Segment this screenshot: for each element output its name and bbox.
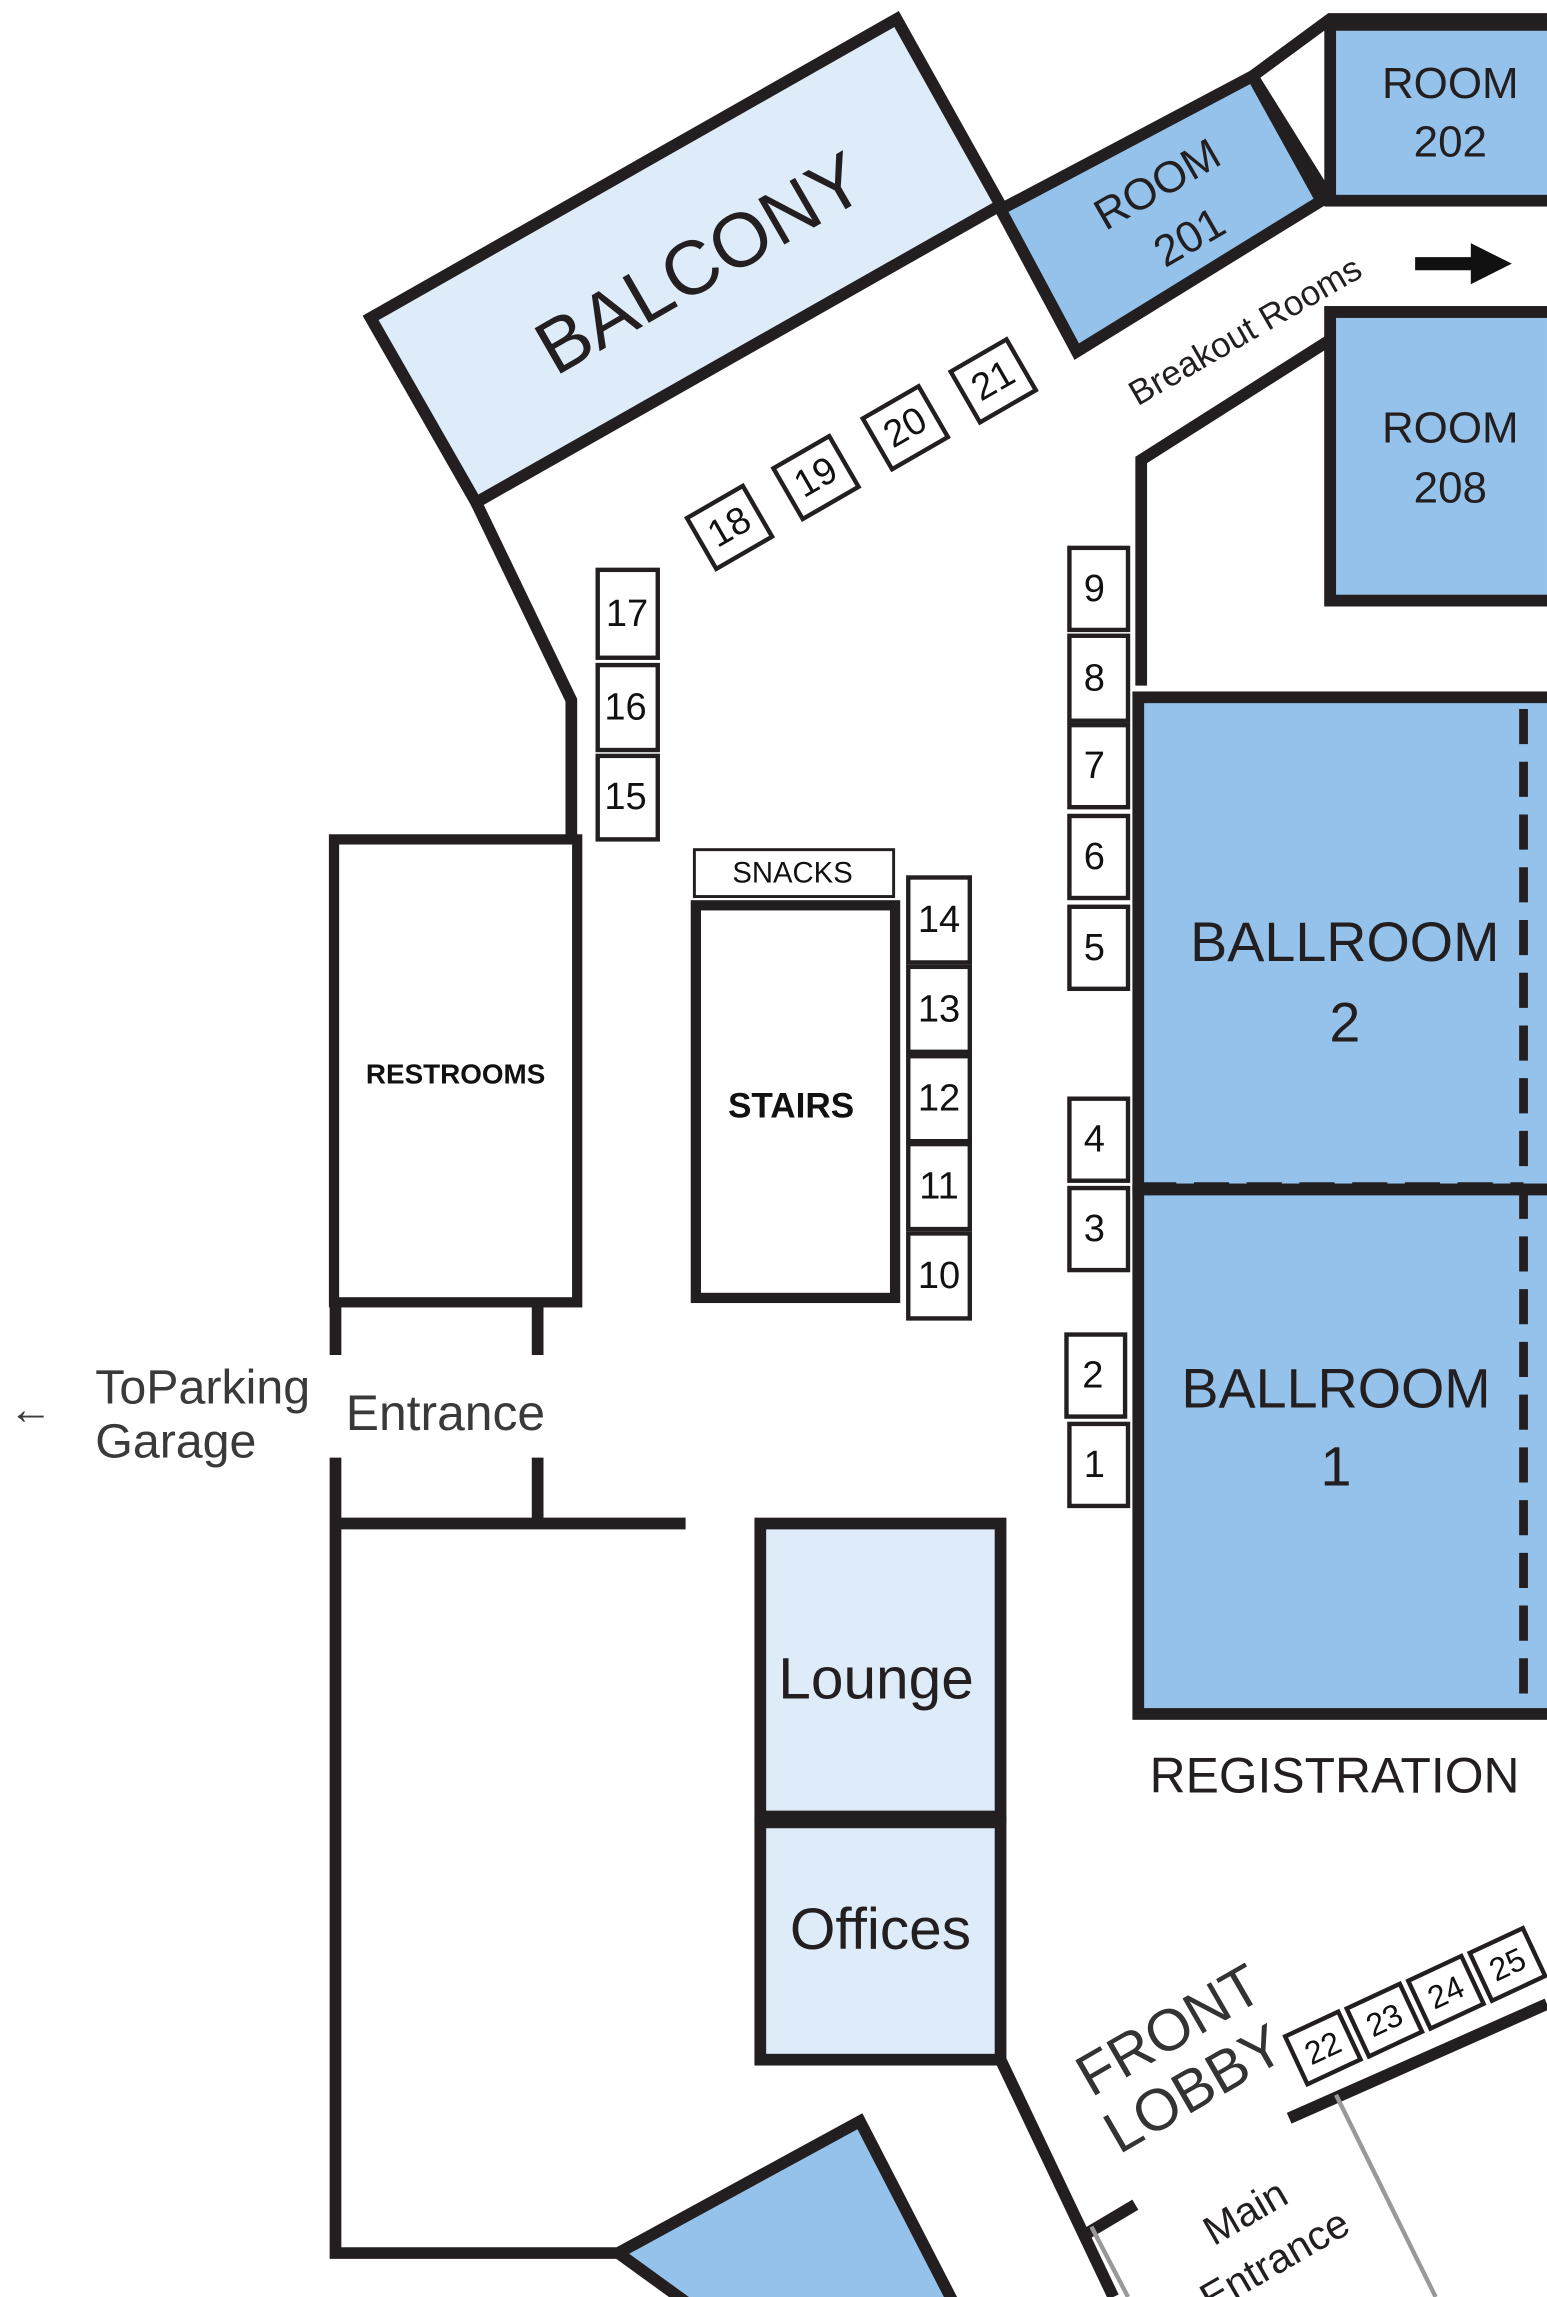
room-208-label-line1: ROOM (1382, 403, 1519, 452)
offices-label: Offices (790, 1897, 971, 1962)
room-202-label-line2: 202 (1414, 118, 1487, 167)
booth-12[interactable]: 12 (906, 1054, 972, 1144)
main-entrance-line-left (1089, 2225, 1130, 2297)
booth-18[interactable]: 18 (683, 482, 776, 572)
svg-text:11: 11 (919, 1166, 959, 1208)
diagonal-divider-wall (1247, 73, 1336, 204)
lower-west-wall (329, 1523, 633, 2259)
booth-3[interactable]: 3 (1067, 1185, 1131, 1273)
svg-text:5: 5 (1084, 927, 1105, 969)
svg-text:7: 7 (1084, 745, 1105, 787)
entrance-label: Entrance (346, 1385, 545, 1441)
booth-2[interactable]: 2 (1064, 1332, 1128, 1419)
booth-13[interactable]: 13 (906, 964, 972, 1055)
booth-9[interactable]: 9 (1067, 545, 1131, 633)
ballroom-1-label-line2: 1 (1321, 1435, 1352, 1497)
room-201[interactable] (992, 68, 1330, 360)
booth-6[interactable]: 6 (1067, 813, 1131, 901)
booth-4[interactable]: 4 (1067, 1096, 1131, 1183)
room-208-wall-overlay (1324, 306, 1547, 607)
svg-text:12: 12 (918, 1078, 960, 1120)
booth-23[interactable]: 23 (1343, 1980, 1425, 2060)
stairs-area[interactable] (690, 900, 901, 1304)
to-parking-label-line1: ToParking (95, 1360, 310, 1414)
svg-text:3: 3 (1084, 1208, 1105, 1250)
snacks-counter[interactable] (692, 848, 896, 898)
lobby-west-wall (995, 2057, 1119, 2297)
ballroom-2[interactable] (1132, 691, 1547, 1196)
booth-22[interactable]: 22 (1282, 2008, 1364, 2088)
ballroom-2-label-line1: BALLROOM (1190, 911, 1499, 973)
corridor-west-wall (470, 499, 578, 838)
ballroom-1-label-line1: BALLROOM (1181, 1358, 1490, 1420)
svg-text:15: 15 (604, 776, 646, 818)
booth-11[interactable]: 11 (906, 1141, 972, 1232)
parking-arrow-icon: ← (9, 1385, 53, 1434)
room-202[interactable] (1324, 19, 1547, 207)
svg-text:8: 8 (1084, 657, 1105, 699)
corridor-east-wall (1135, 334, 1334, 686)
main-entrance-line-right (1334, 2093, 1438, 2297)
svg-text:17: 17 (606, 593, 648, 635)
booth-10[interactable]: 10 (906, 1231, 972, 1321)
svg-text:10: 10 (918, 1255, 960, 1297)
booth-14[interactable]: 14 (906, 875, 972, 965)
booth-7[interactable]: 7 (1067, 722, 1131, 810)
svg-text:2: 2 (1082, 1355, 1103, 1397)
svg-text:4: 4 (1084, 1119, 1105, 1161)
lobby-east-wall (1286, 1998, 1547, 2124)
booth-1[interactable]: 1 (1067, 1421, 1131, 1509)
booth-15[interactable]: 15 (595, 753, 660, 842)
svg-text:6: 6 (1084, 836, 1105, 878)
lobby-door-wall (1078, 2199, 1139, 2242)
room-208-label-line2: 208 (1414, 463, 1487, 512)
to-parking-label-line2: Garage (95, 1415, 256, 1469)
svg-text:16: 16 (604, 687, 646, 729)
ballroom-1[interactable] (1132, 1183, 1547, 1720)
booth-5[interactable]: 5 (1067, 904, 1131, 992)
room-208[interactable] (1330, 317, 1547, 595)
booth-8[interactable]: 8 (1067, 633, 1131, 723)
restrooms-room[interactable] (328, 834, 583, 1308)
stairs-label: STAIRS (728, 1087, 854, 1126)
booth-25[interactable]: 25 (1466, 1925, 1547, 2004)
snacks-label: SNACKS (732, 857, 852, 890)
svg-text:13: 13 (918, 988, 960, 1030)
booth-21[interactable]: 21 (947, 336, 1039, 426)
registration-label: REGISTRATION (1150, 1747, 1520, 1803)
svg-text:9: 9 (1084, 568, 1105, 610)
south-room[interactable] (607, 2113, 959, 2297)
svg-text:1: 1 (1084, 1444, 1105, 1486)
room-202-label-line1: ROOM (1382, 59, 1519, 108)
booth-17[interactable]: 17 (595, 567, 660, 660)
svg-text:14: 14 (918, 899, 960, 941)
booth-16[interactable]: 16 (595, 662, 660, 753)
breakout-arrow-icon (1415, 243, 1512, 285)
booth-19[interactable]: 19 (770, 433, 862, 523)
offices-room[interactable] (754, 1816, 1007, 2066)
lounge-label: Lounge (778, 1646, 973, 1711)
restrooms-label: RESTROOMS (366, 1058, 545, 1089)
booth-24[interactable]: 24 (1405, 1953, 1487, 2032)
ballroom-2-label-line2: 2 (1329, 992, 1360, 1054)
booth-20[interactable]: 20 (859, 383, 951, 473)
